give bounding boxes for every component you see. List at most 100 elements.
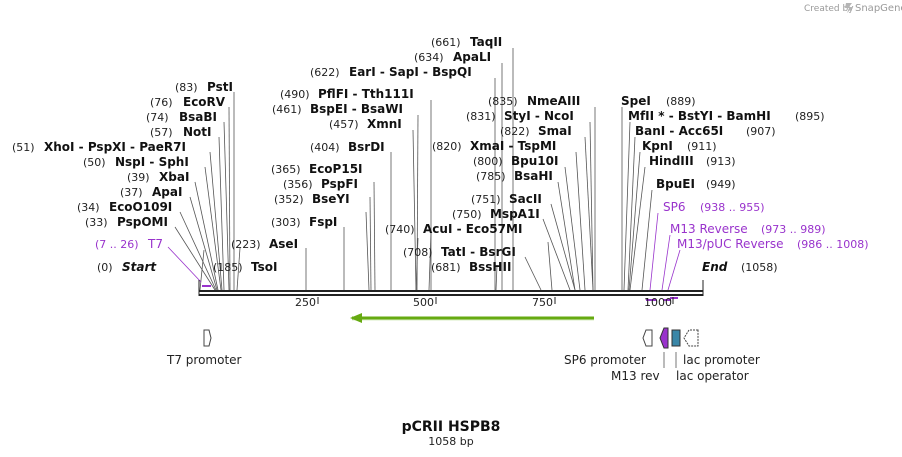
map-length: 1058 bp <box>428 435 473 448</box>
enzyme-pos: (352) <box>274 193 304 206</box>
tick-label: 250 <box>295 296 316 309</box>
enzyme-name: BspEI - BsaWI <box>310 102 403 116</box>
enzyme-pos: (76) <box>150 96 173 109</box>
mid-left-enzyme-labels: (490) PflFI - Tth111I (461) BspEI - BsaW… <box>213 87 414 274</box>
enzyme-pos: (303) <box>271 216 301 229</box>
enzyme-pos: (404) <box>310 141 340 154</box>
enzyme-pos: (490) <box>280 88 310 101</box>
left-enzyme-labels: (83) PstI (76) EcoRV (74) BsaBI (57) Not… <box>12 80 233 229</box>
enzyme-name: XmaI - TspMI <box>470 139 556 153</box>
tick-label: 1000 <box>644 296 672 309</box>
start-label: Start <box>122 260 157 274</box>
m13-rev-label: M13 rev <box>611 369 660 383</box>
enzyme-name: EarI - SapI - BspQI <box>349 65 472 79</box>
enzyme-pos: (895) <box>795 110 825 123</box>
enzyme-pos: (800) <box>473 155 503 168</box>
enzyme-name: AcuI - Eco57MI <box>423 222 522 236</box>
start-pos: (0) <box>97 261 113 274</box>
mid-right-enzyme-labels: (835) NmeAIII (831) StyI - NcoI (822) Sm… <box>385 94 580 274</box>
sp6-promoter-label: SP6 promoter <box>564 353 646 367</box>
enzyme-pos: (57) <box>150 126 173 139</box>
primer-range: (938 .. 955) <box>700 201 765 214</box>
leader-lines <box>167 48 681 291</box>
sequence-backbone <box>198 280 704 301</box>
enzyme-name: EcoO109I <box>109 200 172 214</box>
enzyme-pos: (835) <box>488 95 518 108</box>
right-enzyme-labels: SpeI (889) MfII * - BstYI - BamHI (895) … <box>621 94 825 191</box>
enzyme-name: XmnI <box>367 117 402 131</box>
enzyme-name: BsrDI <box>348 140 385 154</box>
enzyme-name: BpuEI <box>656 177 695 191</box>
lac-operator-feature <box>671 329 681 368</box>
enzyme-pos: (681) <box>431 261 461 274</box>
enzyme-pos: (51) <box>12 141 35 154</box>
enzyme-pos: (661) <box>431 36 461 49</box>
enzyme-name: ApaLI <box>453 50 491 64</box>
enzyme-pos: (708) <box>403 246 433 259</box>
enzyme-pos: (831) <box>466 110 496 123</box>
orf-arrow <box>350 313 594 323</box>
enzyme-pos: (634) <box>414 51 444 64</box>
enzyme-pos: (889) <box>666 95 696 108</box>
enzyme-name: BsaHI <box>514 169 553 183</box>
primer-name: M13 Reverse <box>670 222 748 236</box>
primer-name: SP6 <box>663 200 686 214</box>
top-enzyme-labels: (661) TaqII (634) ApaLI (622) EarI - Sap… <box>310 35 502 79</box>
enzyme-name: TaqII <box>470 35 502 49</box>
enzyme-name: PstI <box>207 80 233 94</box>
snapgene-logo-icon <box>845 3 853 13</box>
t7-promoter-label: T7 promoter <box>166 353 242 367</box>
tick-label: 750 <box>532 296 553 309</box>
enzyme-name: BanI - Acc65I <box>635 124 723 138</box>
map-title: pCRII HSPB8 <box>402 419 501 435</box>
enzyme-pos: (911) <box>687 140 717 153</box>
enzyme-pos: (74) <box>146 111 169 124</box>
enzyme-name: HindIII <box>649 154 694 168</box>
enzyme-name: TsoI <box>251 260 277 274</box>
enzyme-pos: (822) <box>500 125 530 138</box>
enzyme-pos: (365) <box>271 163 301 176</box>
primer-name: T7 <box>147 237 163 251</box>
enzyme-pos: (223) <box>231 238 261 251</box>
enzyme-pos: (913) <box>706 155 736 168</box>
enzyme-pos: (949) <box>706 178 736 191</box>
enzyme-name: MspA1I <box>490 207 540 221</box>
enzyme-name: XhoI - PspXI - PaeR7I <box>44 140 186 154</box>
enzyme-name: XbaI <box>159 170 189 184</box>
enzyme-name: ApaI <box>152 185 182 199</box>
enzyme-name: SacII <box>509 192 542 206</box>
enzyme-name: KpnI <box>642 139 673 153</box>
enzyme-name: EcoP15I <box>309 162 363 176</box>
enzyme-name: PflFI - Tth111I <box>318 87 414 101</box>
snapgene-brand-text: SnapGene <box>855 3 902 14</box>
enzyme-name: Bpu10I <box>511 154 558 168</box>
enzyme-pos: (751) <box>471 193 501 206</box>
axis-ticks: 250 500 750 1000 <box>295 296 674 309</box>
m13-rev-feature <box>659 327 669 368</box>
enzyme-pos: (907) <box>746 125 776 138</box>
enzyme-pos: (740) <box>385 223 415 236</box>
enzyme-name: PspOMI <box>117 215 168 229</box>
enzyme-name: TatI - BsrGI <box>441 245 516 259</box>
enzyme-pos: (461) <box>272 103 302 116</box>
primer-range: (973 .. 989) <box>761 223 826 236</box>
enzyme-pos: (622) <box>310 66 340 79</box>
enzyme-pos: (83) <box>175 81 198 94</box>
enzyme-pos: (37) <box>120 186 143 199</box>
tick-label: 500 <box>413 296 434 309</box>
enzyme-name: NotI <box>183 125 212 139</box>
enzyme-name: MfII * - BstYI - BamHI <box>628 109 771 123</box>
enzyme-pos: (185) <box>213 261 243 274</box>
enzyme-name: BsaBI <box>179 110 217 124</box>
primer-range: (986 .. 1008) <box>797 238 869 251</box>
enzyme-pos: (34) <box>77 201 100 214</box>
enzyme-pos: (785) <box>476 170 506 183</box>
enzyme-name: EcoRV <box>183 95 226 109</box>
lac-promoter-feature <box>683 329 699 347</box>
enzyme-name: NspI - SphI <box>115 155 189 169</box>
t7-promoter-feature <box>203 329 212 347</box>
primer-name: M13/pUC Reverse <box>677 237 784 251</box>
enzyme-pos: (820) <box>432 140 462 153</box>
enzyme-name: BssHII <box>469 260 511 274</box>
